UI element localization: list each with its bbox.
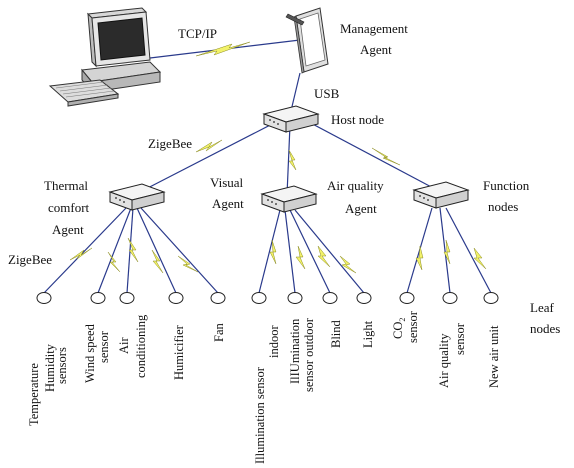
bolt-leaf-11 [443, 239, 451, 265]
leaf-node-9 [356, 292, 372, 304]
airq-label-2: Agent [345, 201, 377, 216]
function-leaf-3 [445, 207, 492, 294]
leaf-node-10 [399, 292, 415, 304]
leaf-node-12 [483, 292, 499, 304]
function-label-1: Function [483, 178, 530, 193]
bolt-leaf-9 [339, 255, 357, 274]
leaf-label-illumination-indoor-2: indoor [267, 325, 281, 358]
zigbee-bolt-center [288, 149, 297, 171]
thermal-leaf-4 [136, 207, 177, 294]
function-leaf-2 [439, 207, 451, 294]
bolt-leaf-8 [317, 245, 331, 268]
leaf-nodes-label-2: nodes [530, 321, 560, 336]
leaf-label-co2: CO2 [391, 318, 407, 339]
host-node-label: Host node [331, 112, 384, 127]
leaf-node-2 [90, 292, 106, 304]
leaf-label-light: Light [361, 320, 375, 348]
leaf-node-7 [287, 292, 303, 304]
bolt-leaf-7 [295, 245, 306, 270]
host-visual-link [286, 124, 291, 196]
leaf-label-airquality: Air quality [437, 333, 451, 388]
thermal-label-3: Agent [52, 222, 84, 237]
leaf-node-11 [442, 292, 458, 304]
zigbee-label-top: ZigeBee [148, 136, 192, 151]
leaf-node-3 [119, 292, 135, 304]
leaf-nodes [36, 292, 499, 304]
bolt-leaf-4 [151, 249, 164, 274]
bolt-leaf-1 [69, 247, 93, 261]
leaf-label-fan: Fan [212, 323, 226, 343]
leaf-label-temperature: Temperature [27, 363, 41, 426]
management-agent-label-1: Management [340, 21, 408, 36]
leaf-label-air: Air [117, 337, 131, 355]
bolt-leaf-3 [127, 237, 139, 263]
bolt-leaf-5 [177, 255, 199, 273]
management-agent-label-2: Agent [360, 42, 392, 57]
visual-label-1: Visual [210, 175, 244, 190]
airq-label-1: Air quality [327, 178, 384, 193]
host-function-link [304, 119, 438, 191]
leaf-node-8 [322, 292, 338, 304]
visual-agent-router [260, 185, 318, 213]
visual-leaf-1 [258, 209, 281, 294]
function-node-router [412, 181, 470, 209]
bolt-leaf-12 [473, 247, 487, 270]
leaf-labels: Temperature Humidity sensors Wind speed … [27, 310, 501, 464]
leaf-label-airquality-2: sensor [453, 322, 467, 355]
leaf-label-illumination-outdoor: IlIUmination [288, 318, 302, 384]
leaf-label-illumination-indoor: Illumination sensor [253, 366, 267, 464]
thermal-leaf-1 [43, 207, 127, 294]
thermal-label-1: Thermal [44, 178, 88, 193]
leaf-label-humidity: Humidity [43, 343, 57, 392]
computer-icon [48, 7, 162, 107]
thermal-label-2: comfort [48, 200, 90, 215]
leaf-label-blind: Blind [329, 319, 343, 348]
leaf-node-5 [210, 292, 226, 304]
tablet-icon [285, 7, 329, 74]
leaf-label-co2-sensor: sensor [406, 310, 420, 343]
zigbee-bolt-right [371, 147, 401, 166]
host-thermal-link [137, 119, 281, 194]
co2-main: CO [391, 322, 405, 339]
usb-label: USB [314, 86, 340, 101]
leaf-label-humicifier: Humicifier [172, 324, 186, 380]
bolt-leaf-10 [415, 245, 424, 271]
visual-leaf-3 [289, 209, 331, 294]
leaf-label-illumination-outdoor-2: sensor outdoor [302, 317, 316, 392]
bolt-leaf-2 [107, 251, 121, 273]
thermal-leaf-5 [140, 207, 219, 294]
leaf-node-6 [251, 292, 267, 304]
zigbee-label-left: ZigeBee [8, 252, 52, 267]
leaf-label-newairunit: New air unit [487, 325, 501, 388]
leaf-node-4 [168, 292, 184, 304]
co2-subscript: 2 [398, 318, 407, 322]
leaf-label-windspeed: Wind speed [83, 323, 97, 383]
wireless-bolts [69, 41, 487, 274]
leaf-label-windspeed-2: sensor [97, 330, 111, 363]
function-label-2: nodes [488, 199, 518, 214]
leaf-label-humidity-2: sensors [55, 347, 69, 384]
thermal-agent-router [108, 183, 166, 211]
connection-lines [43, 39, 492, 294]
leaf-nodes-label-1: Leaf [530, 300, 554, 315]
tcpip-label: TCP/IP [178, 26, 217, 41]
bolt-leaf-6 [269, 239, 277, 265]
leaf-node-1 [36, 292, 52, 304]
tcpip-bolt [195, 41, 251, 57]
zigbee-bolt-left [195, 139, 223, 153]
visual-leaf-2 [284, 209, 296, 294]
thermal-leaf-2 [97, 207, 132, 294]
host-node-router [262, 105, 320, 133]
leaf-label-conditioning: conditioning [134, 314, 148, 378]
visual-leaf-4 [294, 209, 365, 294]
visual-label-2: Agent [212, 196, 244, 211]
